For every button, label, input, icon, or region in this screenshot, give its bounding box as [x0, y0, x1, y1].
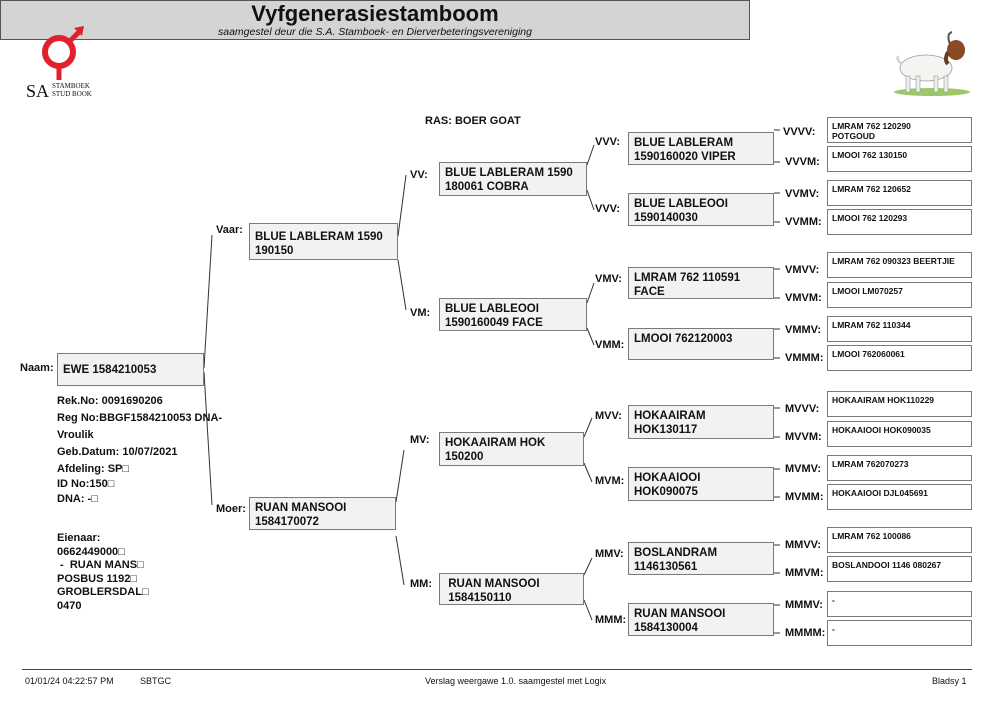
footer-datetime: 01/01/24 04:22:57 PM	[25, 676, 114, 686]
gen4-label: MMMV:	[785, 599, 823, 611]
logo-abbr: SA	[26, 81, 50, 101]
gen4-box[interactable]: -	[827, 620, 972, 646]
gen3-box[interactable]: RUAN MANSOOI 1584130004	[628, 603, 774, 636]
owner-address1: POSBUS 1192□	[57, 572, 138, 585]
gen4-label: MVVM:	[785, 431, 822, 443]
gen4-box[interactable]: LMRAM 762 110344	[827, 316, 972, 342]
gen4-label: VMVV:	[785, 264, 820, 276]
goat-icon	[894, 31, 970, 96]
gen1-label: Vaar:	[216, 224, 243, 236]
gen4-label: VMVM:	[785, 292, 822, 304]
footer-divider	[22, 669, 972, 670]
birth-date: Geb.Datum: 10/07/2021	[57, 446, 178, 458]
gen2-label: MM:	[410, 578, 432, 590]
animal-details: Rek.No: 0091690206 Reg No:BBGF1584210053…	[57, 394, 222, 507]
gen2-label: VV:	[410, 169, 428, 181]
gen3-label: VMM:	[595, 339, 625, 351]
gen3-label: MMV:	[595, 548, 624, 560]
gen3-label: MMM:	[595, 614, 627, 626]
sire-box[interactable]: BLUE LABLERAM 1590 190150	[249, 223, 398, 260]
dam-box[interactable]: RUAN MANSOOI 1584170072	[249, 497, 396, 530]
gen4-label: VVVV:	[783, 126, 816, 138]
gen3-label: VVV:	[595, 203, 621, 215]
logo-symbol-icon	[42, 26, 84, 80]
subject-animal-box[interactable]: EWE 1584210053	[57, 353, 204, 386]
goat-illustration	[888, 28, 976, 98]
gen4-box[interactable]: LMOOI 762060061	[827, 345, 972, 371]
gen3-label: VMV:	[595, 273, 622, 285]
gen4-box[interactable]: LMRAM 762 100086	[827, 527, 972, 553]
gen3-box[interactable]: BOSLANDRAM 1146130561	[628, 542, 774, 575]
reg-no: Reg No:BBGF1584210053 DNA-	[57, 412, 223, 424]
gen4-label: MMVV:	[785, 539, 822, 551]
gen3-box[interactable]: HOKAAIOOI HOK090075	[628, 467, 774, 501]
footer-page: Bladsy 1	[932, 676, 967, 686]
gen2-box[interactable]: BLUE LABLERAM 1590 180061 COBRA	[439, 162, 587, 196]
rek-no: Rek.No: 0091690206	[57, 395, 163, 407]
owner-address2: GROBLERSDAL□	[57, 586, 149, 598]
id-no: ID No:150□	[57, 478, 115, 490]
gen2-label: VM:	[410, 307, 431, 319]
gen4-box[interactable]: BOSLANDOOI 1146 080267	[827, 556, 972, 582]
gen4-box[interactable]: HOKAAIRAM HOK110229	[827, 391, 972, 417]
gen2-box[interactable]: RUAN MANSOOI 1584150110	[439, 573, 584, 605]
gen3-label: MVV:	[595, 410, 622, 422]
gen4-box[interactable]: LMOOI LM070257	[827, 282, 972, 308]
gen3-box[interactable]: LMRAM 762 110591 FACE	[628, 267, 774, 299]
gen4-label: VVMV:	[785, 188, 820, 200]
gen3-label: VVV:	[595, 136, 621, 148]
gen1-label: Moer:	[216, 503, 246, 515]
dna: DNA: -□	[57, 493, 98, 505]
gen3-box[interactable]: LMOOI 762120003	[628, 328, 774, 360]
gen4-label: VVMM:	[785, 216, 822, 228]
owner-label: Eienaar:	[57, 532, 101, 544]
gen4-label: MVMM:	[785, 491, 824, 503]
gen2-box[interactable]: HOKAAIRAM HOK 150200	[439, 432, 584, 466]
gen4-box[interactable]: LMOOI 762 120293	[827, 209, 972, 235]
gen4-box[interactable]: LMRAM 762 090323 BEERTJIE	[827, 252, 972, 278]
gen4-label: MMMM:	[785, 627, 826, 639]
gen4-label: MMVM:	[785, 567, 824, 579]
page-subtitle: saamgestel deur die S.A. Stamboek- en Di…	[217, 26, 532, 38]
gen4-label: VMMM:	[785, 352, 824, 364]
page-title: Vyfgenerasiestamboom	[251, 1, 499, 26]
gen4-label: VVVM:	[785, 156, 820, 168]
owner-name: - RUAN MANS□	[57, 559, 144, 571]
breed-label: RAS: BOER GOAT	[425, 115, 521, 127]
naam-label: Naam:	[20, 362, 54, 374]
gen3-box[interactable]: HOKAAIRAM HOK130117	[628, 405, 774, 439]
gen4-box[interactable]: LMRAM 762 120290 POTGOUD	[827, 117, 972, 143]
gen2-box[interactable]: BLUE LABLEOOI 1590160049 FACE	[439, 298, 587, 331]
footer-code: SBTGC	[140, 676, 172, 686]
owner-code: 0470	[57, 599, 82, 612]
gen4-label: VMMV:	[785, 324, 822, 336]
owner-phone: 0662449000□	[57, 545, 125, 558]
title-banner: Vyfgenerasiestamboom saamgestel deur die…	[0, 0, 750, 40]
gen3-box[interactable]: BLUE LABLEOOI 1590140030	[628, 193, 774, 226]
gen4-label: MVVV:	[785, 403, 820, 415]
gen4-box[interactable]: -	[827, 591, 972, 617]
owner-details: Eienaar: 0662449000□ - RUAN MANS□ POSBUS…	[57, 532, 149, 613]
gen4-box[interactable]: HOKAAIOOI DJL045691	[827, 484, 972, 510]
gen2-label: MV:	[410, 434, 430, 446]
gen4-label: MVMV:	[785, 463, 822, 475]
logo-text: STAMBOEK STUD BOOK	[52, 82, 92, 98]
gen4-box[interactable]: LMRAM 762070273	[827, 455, 972, 481]
gen4-box[interactable]: HOKAAIOOI HOK090035	[827, 421, 972, 447]
gen3-box[interactable]: BLUE LABLERAM 1590160020 VIPER	[628, 132, 774, 165]
sex: Vroulik	[57, 429, 94, 441]
footer-version: Verslag weergawe 1.0. saamgestel met Log…	[425, 676, 607, 686]
afdeling: Afdeling: SP□	[57, 463, 130, 475]
gen4-box[interactable]: LMRAM 762 120652	[827, 180, 972, 206]
gen4-box[interactable]: LMOOI 762 130150	[827, 146, 972, 172]
stud-book-logo: SA STAMBOEK STUD BOOK	[22, 26, 107, 102]
gen3-label: MVM:	[595, 475, 625, 487]
